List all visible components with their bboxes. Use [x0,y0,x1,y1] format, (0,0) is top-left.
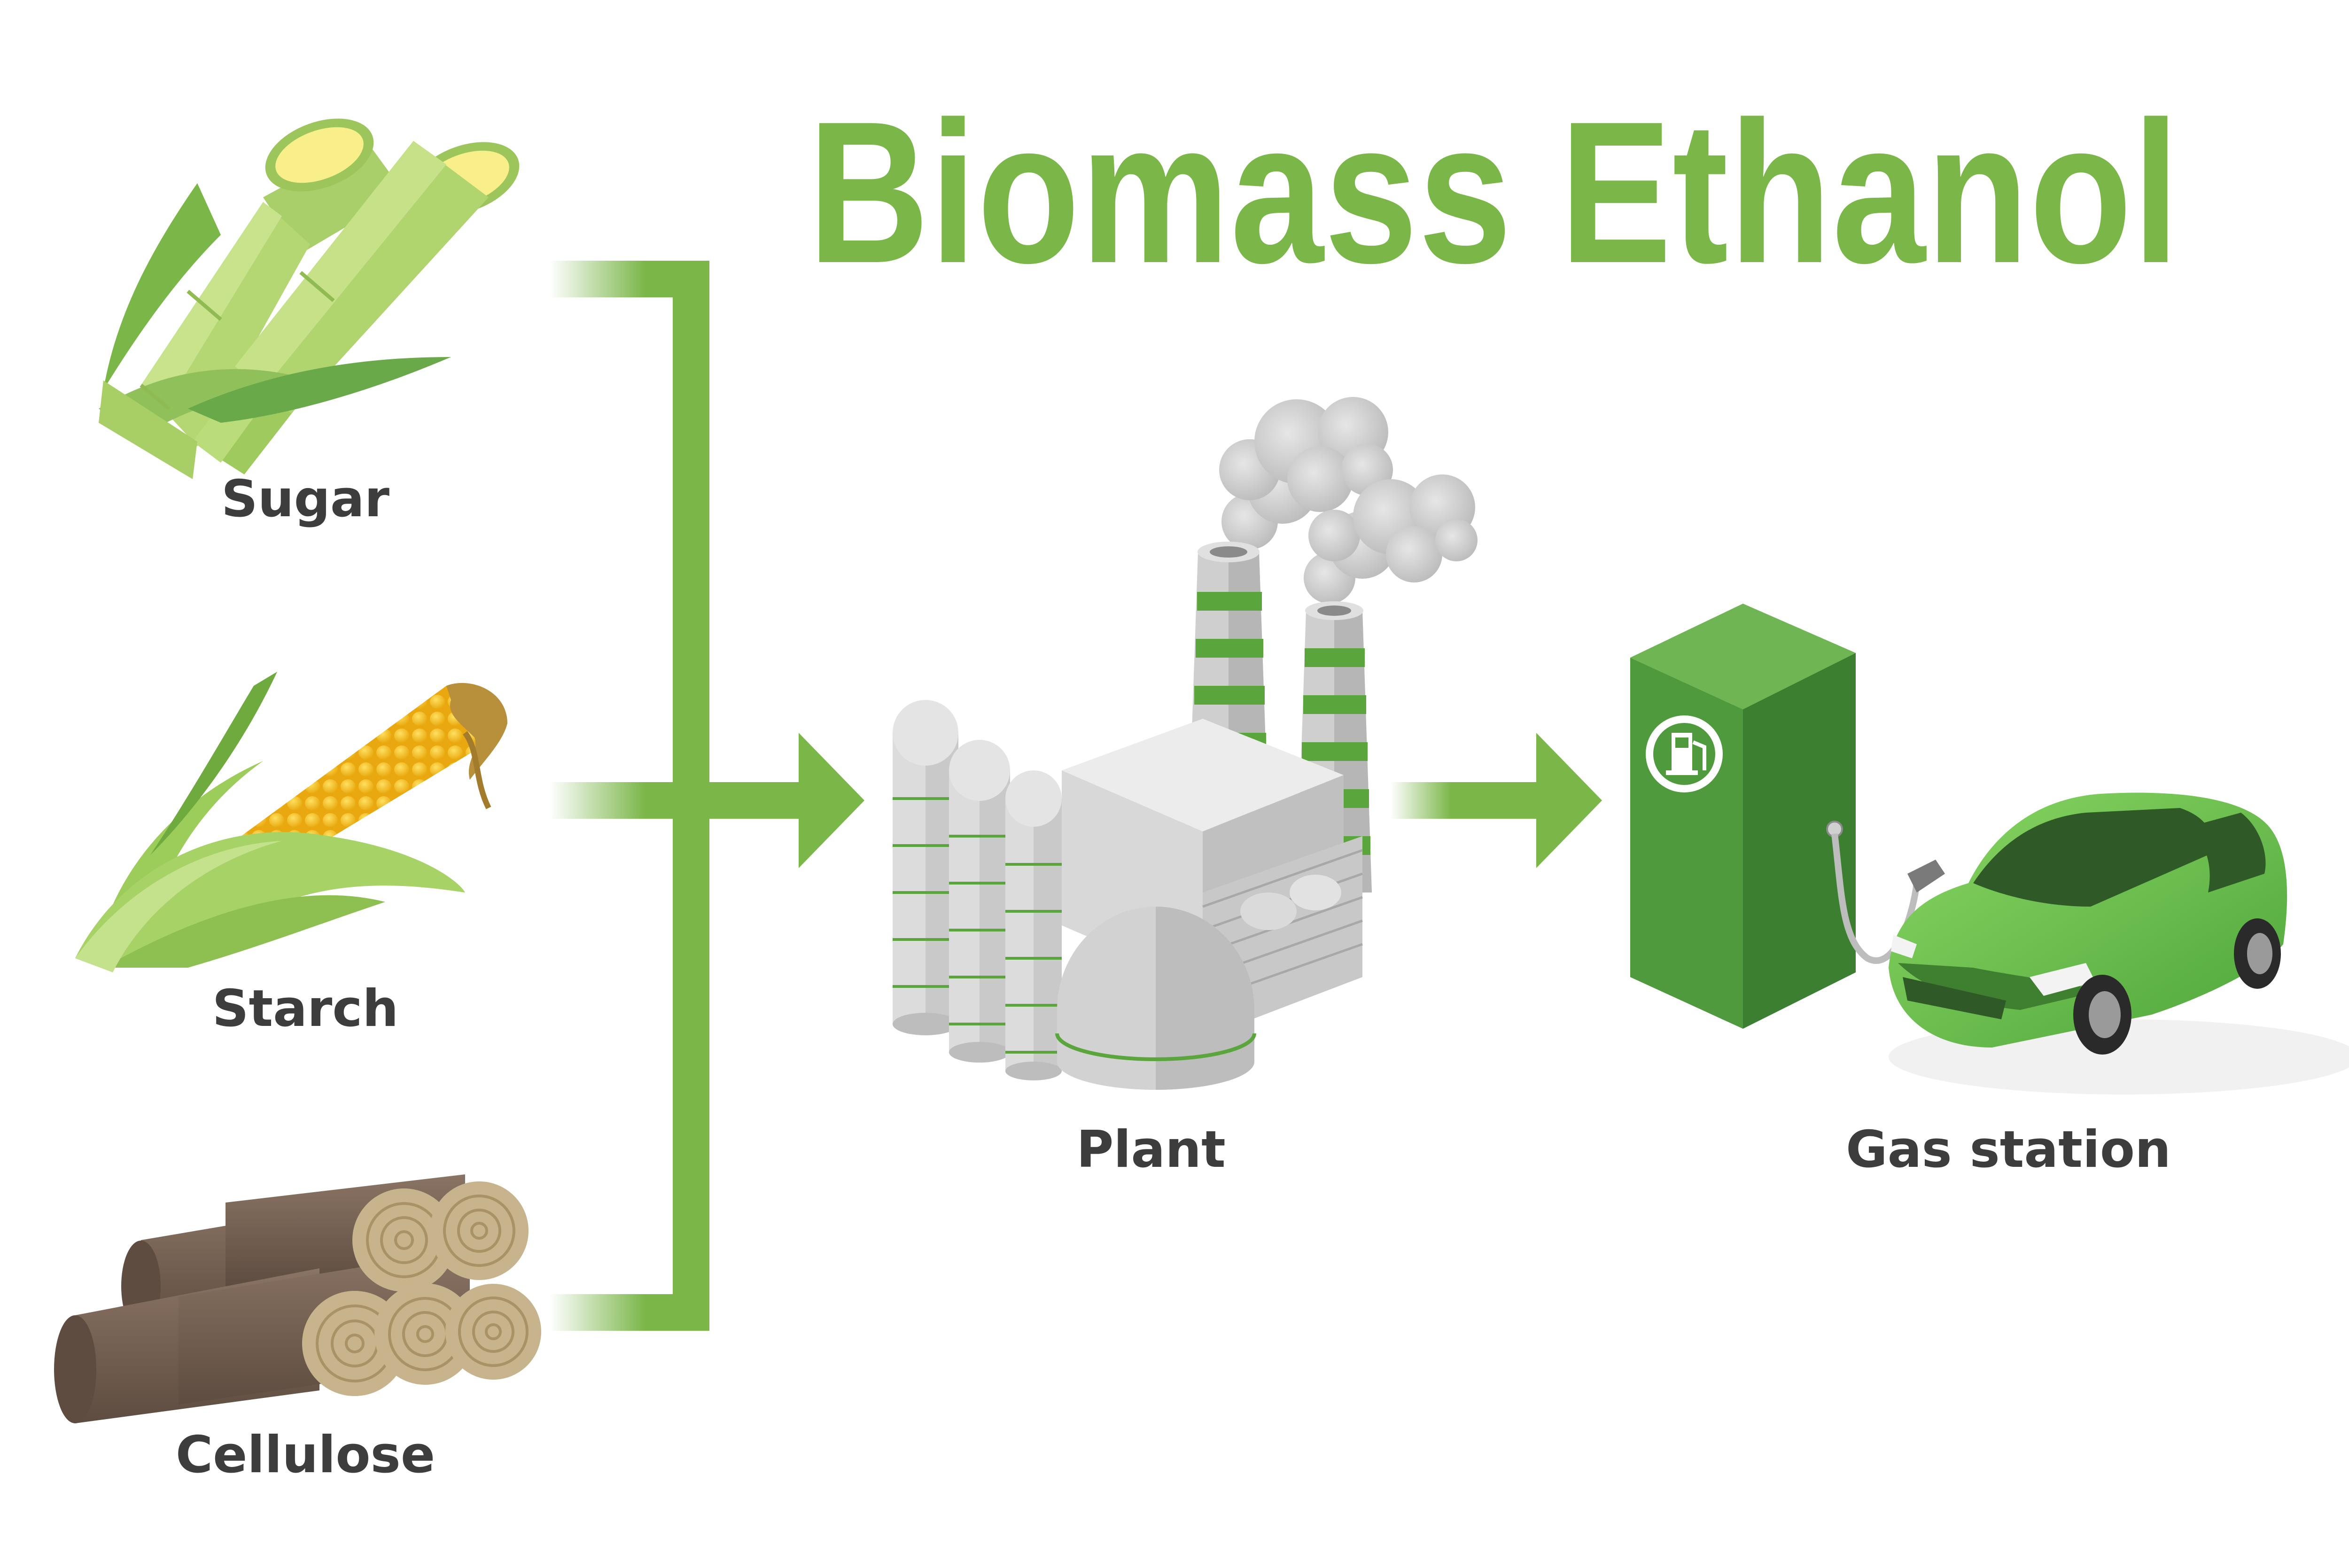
page-title: Biomass Ethanol [808,80,2180,305]
car-icon [1889,792,2349,1094]
silo-icon [893,700,958,1035]
silo-icon [1005,770,1062,1080]
sugarcane-icon [99,118,520,479]
starch-label: Starch [212,979,399,1038]
corn-icon [75,672,507,972]
cellulose-label: Cellulose [175,1426,436,1484]
arrow-to-plant-icon [799,733,864,868]
arrow-to-gas-station-icon [1536,733,1602,868]
sugar-label: Sugar [221,470,390,528]
flow-connector [550,261,1602,1331]
logs-icon [54,1174,541,1423]
factory-icon [893,397,1478,1090]
dome-tank-icon [1055,907,1256,1090]
smoke-icon [1219,397,1478,604]
connector-to-plant [673,782,823,819]
connector-to-gas-station [1391,782,1564,819]
plant-label: Plant [1076,1120,1226,1179]
gas-station-label: Gas station [1846,1120,2171,1179]
fuel-pump-icon [1630,604,1945,1029]
silo-icon [949,740,1010,1063]
log-ends [302,1181,541,1396]
